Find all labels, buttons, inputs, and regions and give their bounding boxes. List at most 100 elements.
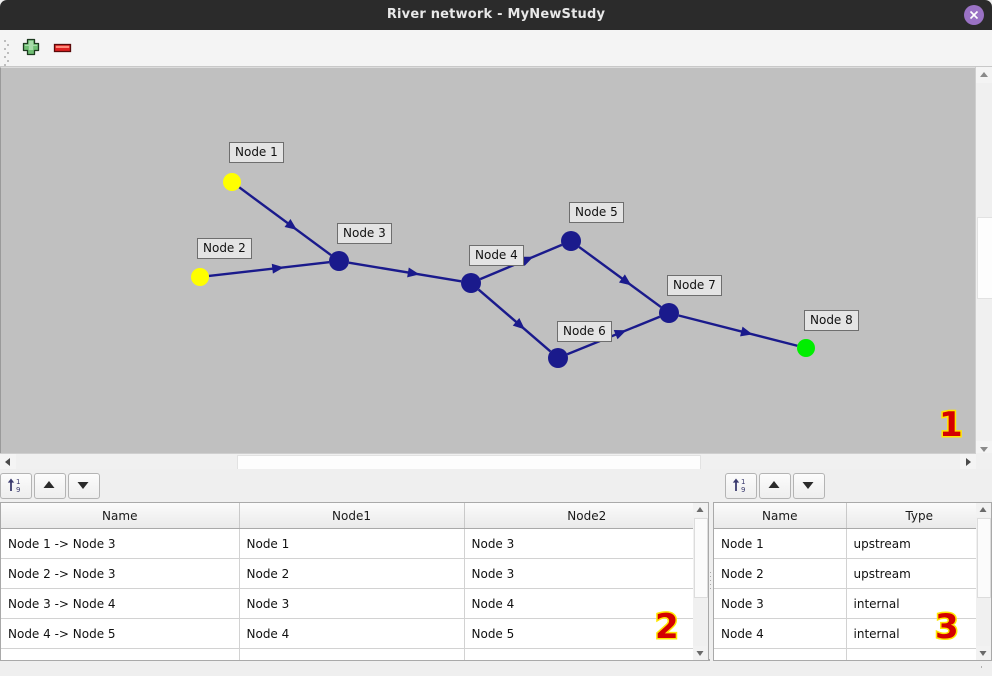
table-cell[interactable]: internal [846,618,992,649]
table-cell[interactable] [714,648,847,660]
reach-move-up-button[interactable] [34,473,66,499]
table-cell[interactable]: upstream [846,528,992,559]
table-cell[interactable]: Node 4 [239,618,465,649]
graph-node[interactable] [548,348,568,368]
table-cell[interactable]: Node 4 -> Node 5 [1,618,240,649]
node-label[interactable]: Node 2 [197,238,252,259]
node-scroll-up-button[interactable] [976,503,990,517]
resize-grip[interactable] [981,666,988,673]
scroll-right-button[interactable] [960,454,976,470]
table-cell[interactable]: Node 3 [714,588,847,619]
table-cell[interactable]: Node 2 [239,558,465,589]
node-sort-button[interactable]: 1 9 [725,473,757,499]
add-node-icon [22,38,40,56]
scroll-up-button[interactable] [976,67,992,83]
node-label[interactable]: Node 6 [557,321,612,342]
chevron-down-icon [980,447,988,452]
column-header[interactable]: Type [846,503,992,529]
canvas-vertical-scrollbar[interactable] [975,67,992,457]
table-cell[interactable]: Node 3 [464,528,709,559]
reach-vscroll-thumb[interactable] [694,518,708,598]
node-label[interactable]: Node 8 [804,310,859,331]
node-label[interactable]: Node 7 [667,275,722,296]
delete-node-button[interactable] [50,36,76,60]
node-table-vertical-scrollbar[interactable] [976,502,992,661]
node-vscroll-thumb[interactable] [977,518,991,598]
edge-arrow-icon [613,330,627,340]
table-cell[interactable]: Node 1 [714,528,847,559]
reach-table-vertical-scrollbar[interactable] [693,502,709,661]
canvas-horizontal-scrollbar[interactable] [0,453,976,471]
graph-node[interactable] [659,303,679,323]
table-cell[interactable]: Node 2 [714,558,847,589]
graph-node[interactable] [461,273,481,293]
table-cell[interactable]: Node 3 [464,558,709,589]
column-header[interactable]: Node2 [464,503,709,529]
toolbar-drag-handle[interactable] [4,38,9,70]
graph-edge[interactable] [678,314,798,347]
table-cell[interactable] [846,648,992,660]
table-cell[interactable]: Node 3 -> Node 4 [1,588,240,619]
graph-edge[interactable] [578,245,662,309]
vertical-splitter[interactable] [709,502,713,659]
graph-node[interactable] [797,339,815,357]
network-diagram-canvas[interactable]: Node 1 Node 2 Node 3 Node 4 Node 5 Node 6 Node… [0,67,992,458]
table-cell[interactable]: Node 1 [239,528,465,559]
table-cell[interactable]: Node 3 [239,588,465,619]
graph-edge[interactable] [348,261,462,283]
graph-edge[interactable] [566,315,661,356]
graph-node[interactable] [191,268,209,286]
table-cell[interactable]: Node 4 [714,618,847,649]
table-cell[interactable] [464,648,709,660]
canvas-vscroll-thumb[interactable] [977,217,992,299]
graph-node[interactable] [223,173,241,191]
graph-edge[interactable] [208,260,330,278]
edge-arrow-icon [512,318,525,330]
scrollbar-corner [976,453,992,469]
graph-node[interactable] [329,251,349,271]
reach-scroll-up-button[interactable] [693,503,707,517]
close-button[interactable] [964,5,984,25]
table-cell[interactable]: upstream [846,558,992,589]
column-header[interactable]: Node1 [239,503,465,529]
scroll-left-button[interactable] [0,454,16,470]
table-cell[interactable] [1,648,240,660]
reach-move-down-button[interactable] [68,473,100,499]
table-row-empty[interactable] [714,648,992,660]
table-cell[interactable]: internal [846,588,992,619]
graph-edge[interactable] [238,186,332,257]
node-label[interactable]: Node 3 [337,223,392,244]
reach-scroll-down-button[interactable] [693,646,707,660]
node-scroll-down-button[interactable] [976,646,990,660]
edge-arrow-icon [271,263,284,274]
table-cell[interactable] [239,648,465,660]
table-row-empty[interactable] [1,648,709,660]
node-label[interactable]: Node 5 [569,202,624,223]
reach-sort-button[interactable]: 1 9 [0,473,32,499]
column-header[interactable]: Name [1,503,240,529]
table-cell[interactable]: Node 1 -> Node 3 [1,528,240,559]
graph-edge[interactable] [477,288,552,353]
table-cell[interactable]: Node 4 [464,588,709,619]
column-header[interactable]: Name [714,503,847,529]
chevron-down-icon [979,651,987,656]
table-cell[interactable]: Node 5 [464,618,709,649]
node-label[interactable]: Node 1 [229,142,284,163]
svg-text:1: 1 [741,478,745,486]
add-node-button[interactable] [18,36,44,60]
table-cell[interactable]: Node 2 -> Node 3 [1,558,240,589]
node-move-down-button[interactable] [793,473,825,499]
node-label[interactable]: Node 4 [469,245,524,266]
graph-node[interactable] [561,231,581,251]
node-move-up-button[interactable] [759,473,791,499]
